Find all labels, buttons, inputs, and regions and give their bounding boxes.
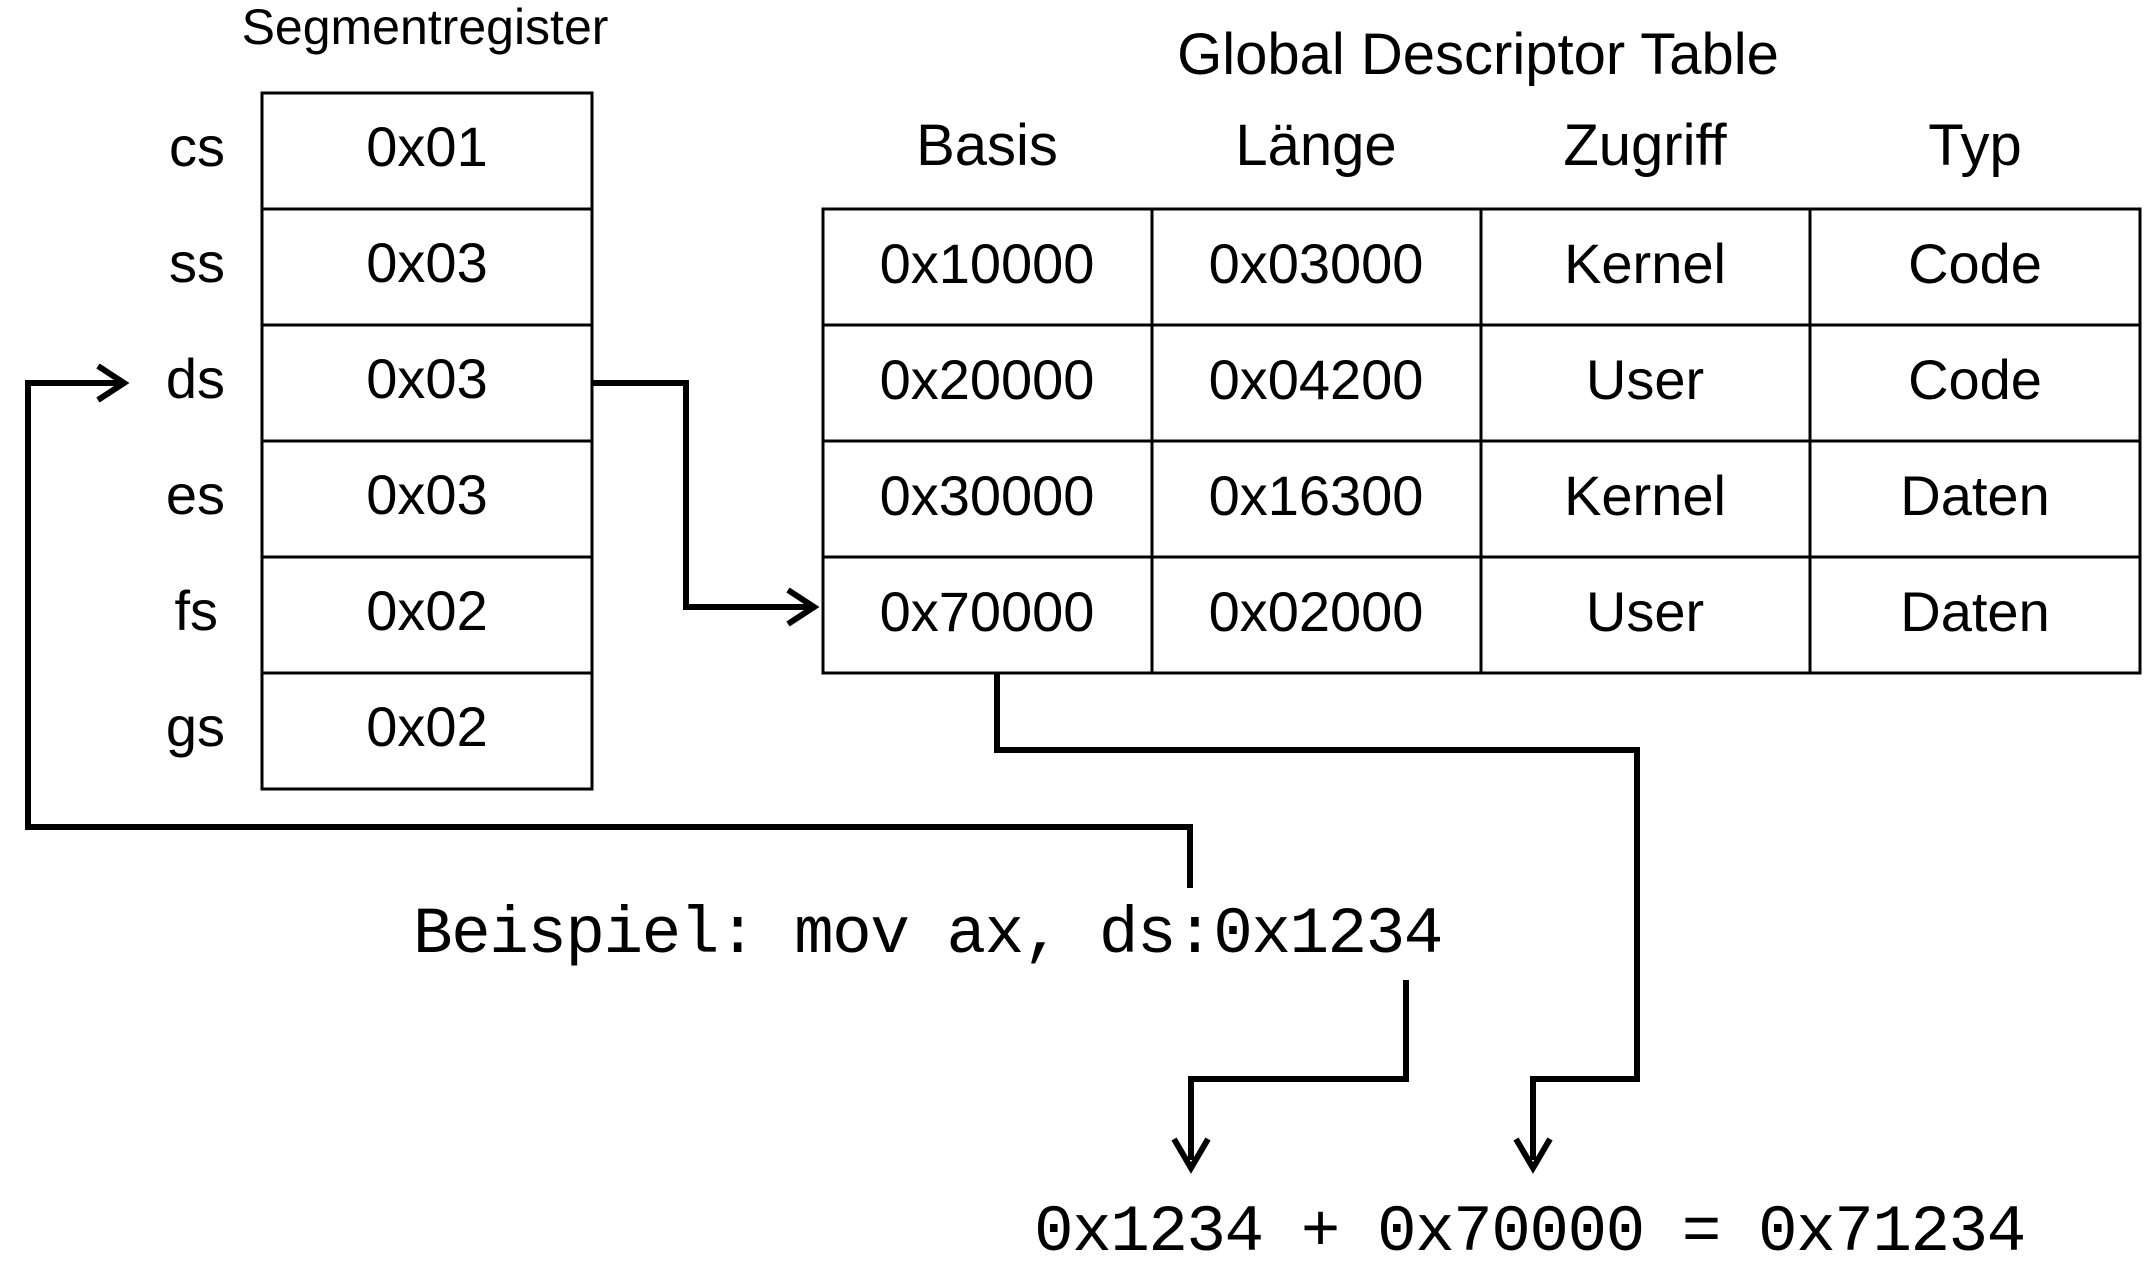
gdt-zugriff: User <box>1586 580 1704 643</box>
example-instruction: Beispiel: mov ax, ds:0x1234 <box>413 897 1442 972</box>
gdt-cell <box>1808 555 2142 675</box>
gdt-cell <box>1808 323 2142 443</box>
register-cell-es <box>260 439 594 559</box>
gdt-typ: Code <box>1908 348 2042 411</box>
basis-to-result-arrowhead <box>1513 1137 1553 1174</box>
address-calculation: 0x1234 + 0x70000 = 0x71234 <box>1034 1195 2025 1270</box>
ds-to-gdt-line <box>592 380 810 610</box>
gdt-typ: Daten <box>1900 464 2049 527</box>
gdt-laenge: 0x16300 <box>1209 464 1424 527</box>
gdt-zugriff: Kernel <box>1564 464 1726 527</box>
register-name: gs <box>166 695 225 758</box>
gdt-basis: 0x70000 <box>880 580 1095 643</box>
gdt-cell <box>1479 439 1812 559</box>
gdt-zugriff: User <box>1586 348 1704 411</box>
register-cell-gs <box>260 671 594 791</box>
instruction-to-ds-arrowhead <box>96 363 130 403</box>
register-value: 0x03 <box>366 463 487 526</box>
gdt-header-basis: Basis <box>916 113 1058 178</box>
register-value: 0x02 <box>366 579 487 642</box>
gdt-typ: Daten <box>1900 580 2049 643</box>
gdt-basis: 0x30000 <box>880 464 1095 527</box>
gdt-zugriff: Kernel <box>1564 232 1726 295</box>
segment-register-title: Segmentregister <box>242 0 609 55</box>
segment-register-table: cs ss ds es fs gs 0x01 0x03 0x03 0x03 0x… <box>166 91 594 791</box>
gdt-basis: 0x20000 <box>880 348 1095 411</box>
basis-to-result-line <box>994 673 1640 1160</box>
instruction-to-ds-line <box>25 380 1193 888</box>
gdt-cell <box>821 555 1154 675</box>
register-value: 0x03 <box>366 347 487 410</box>
register-cell-ds <box>260 323 594 443</box>
offset-to-result-arrowhead <box>1171 1137 1211 1174</box>
ds-to-gdt-connector <box>592 380 820 627</box>
gdt-title: Global Descriptor Table <box>1177 22 1779 87</box>
gdt-header-row: Basis Länge Zugriff Typ <box>916 113 2022 178</box>
gdt-laenge: 0x04200 <box>1209 348 1424 411</box>
basis-to-result-connector <box>994 673 1640 1174</box>
register-value: 0x03 <box>366 231 487 294</box>
offset-to-result-line <box>1188 980 1409 1160</box>
gdt-header-typ: Typ <box>1928 113 2022 178</box>
gdt-laenge: 0x03000 <box>1209 232 1424 295</box>
gdt-basis: 0x10000 <box>880 232 1095 295</box>
gdt-cell <box>1808 439 2142 559</box>
gdt-table: 0x10000 0x03000 Kernel Code 0x20000 0x04… <box>821 207 2142 675</box>
gdt-cell <box>1150 207 1483 327</box>
register-name: cs <box>169 115 225 178</box>
register-value: 0x02 <box>366 695 487 758</box>
register-name: fs <box>174 579 218 642</box>
instruction-to-ds-connector <box>25 363 1193 888</box>
register-name: ds <box>166 347 225 410</box>
register-name: ss <box>169 231 225 294</box>
gdt-cell <box>1479 555 1812 675</box>
offset-to-result-connector <box>1171 980 1409 1174</box>
gdt-typ: Code <box>1908 232 2042 295</box>
ds-to-gdt-arrowhead <box>786 587 820 627</box>
register-value: 0x01 <box>366 115 487 178</box>
register-cell-cs <box>260 91 594 211</box>
register-name: es <box>166 463 225 526</box>
register-cell-ss <box>260 207 594 327</box>
gdt-cell <box>1150 555 1483 675</box>
gdt-cell <box>1150 323 1483 443</box>
gdt-laenge: 0x02000 <box>1209 580 1424 643</box>
gdt-header-laenge: Länge <box>1235 113 1396 178</box>
gdt-header-zugriff: Zugriff <box>1563 113 1727 178</box>
gdt-cell <box>1808 207 2142 327</box>
gdt-cell <box>1150 439 1483 559</box>
